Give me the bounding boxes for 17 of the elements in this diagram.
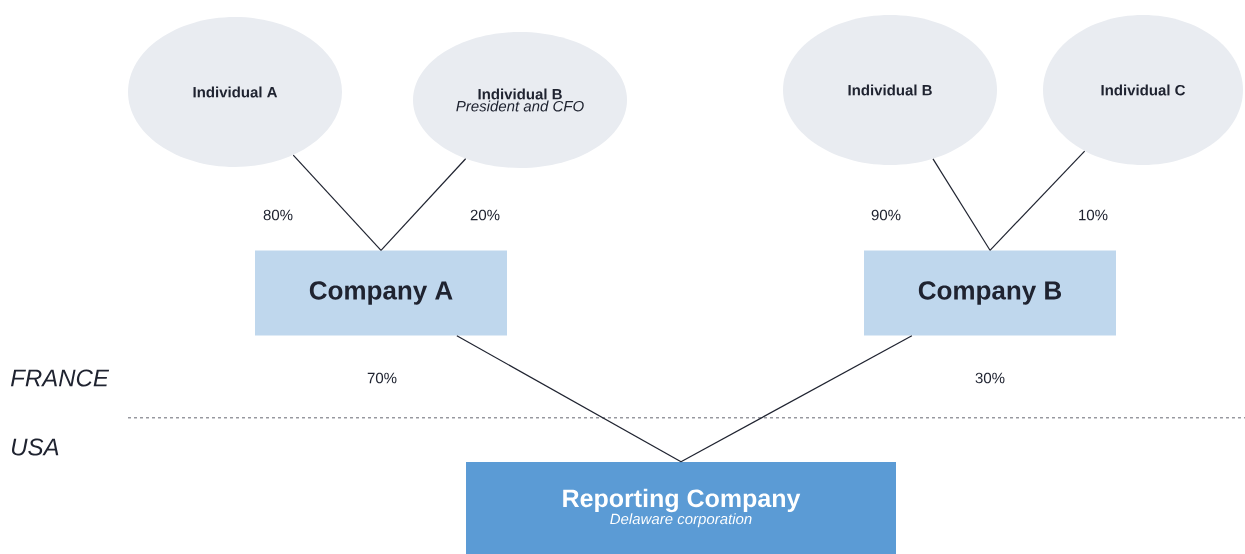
percentage-label: 90% — [870, 208, 902, 222]
connector-line — [680, 335, 913, 463]
percentage-label: 20% — [469, 208, 501, 222]
connector-line — [989, 150, 1086, 251]
country-label: FRANCE — [10, 369, 110, 387]
percentage-label: 10% — [1077, 208, 1109, 222]
country-label: USA — [12, 438, 59, 456]
connector-line — [456, 335, 682, 463]
company-box: Company B — [864, 250, 1116, 336]
percentage-label: 30% — [974, 371, 1006, 385]
connector-line — [380, 158, 467, 251]
company-box: Company A — [255, 250, 507, 336]
percentage-label: 70% — [366, 371, 398, 385]
percentage-label: 80% — [262, 208, 294, 222]
connector-line — [932, 158, 991, 251]
connector-line — [292, 154, 382, 251]
company-box: Reporting Company Delaware corporation — [466, 462, 896, 554]
